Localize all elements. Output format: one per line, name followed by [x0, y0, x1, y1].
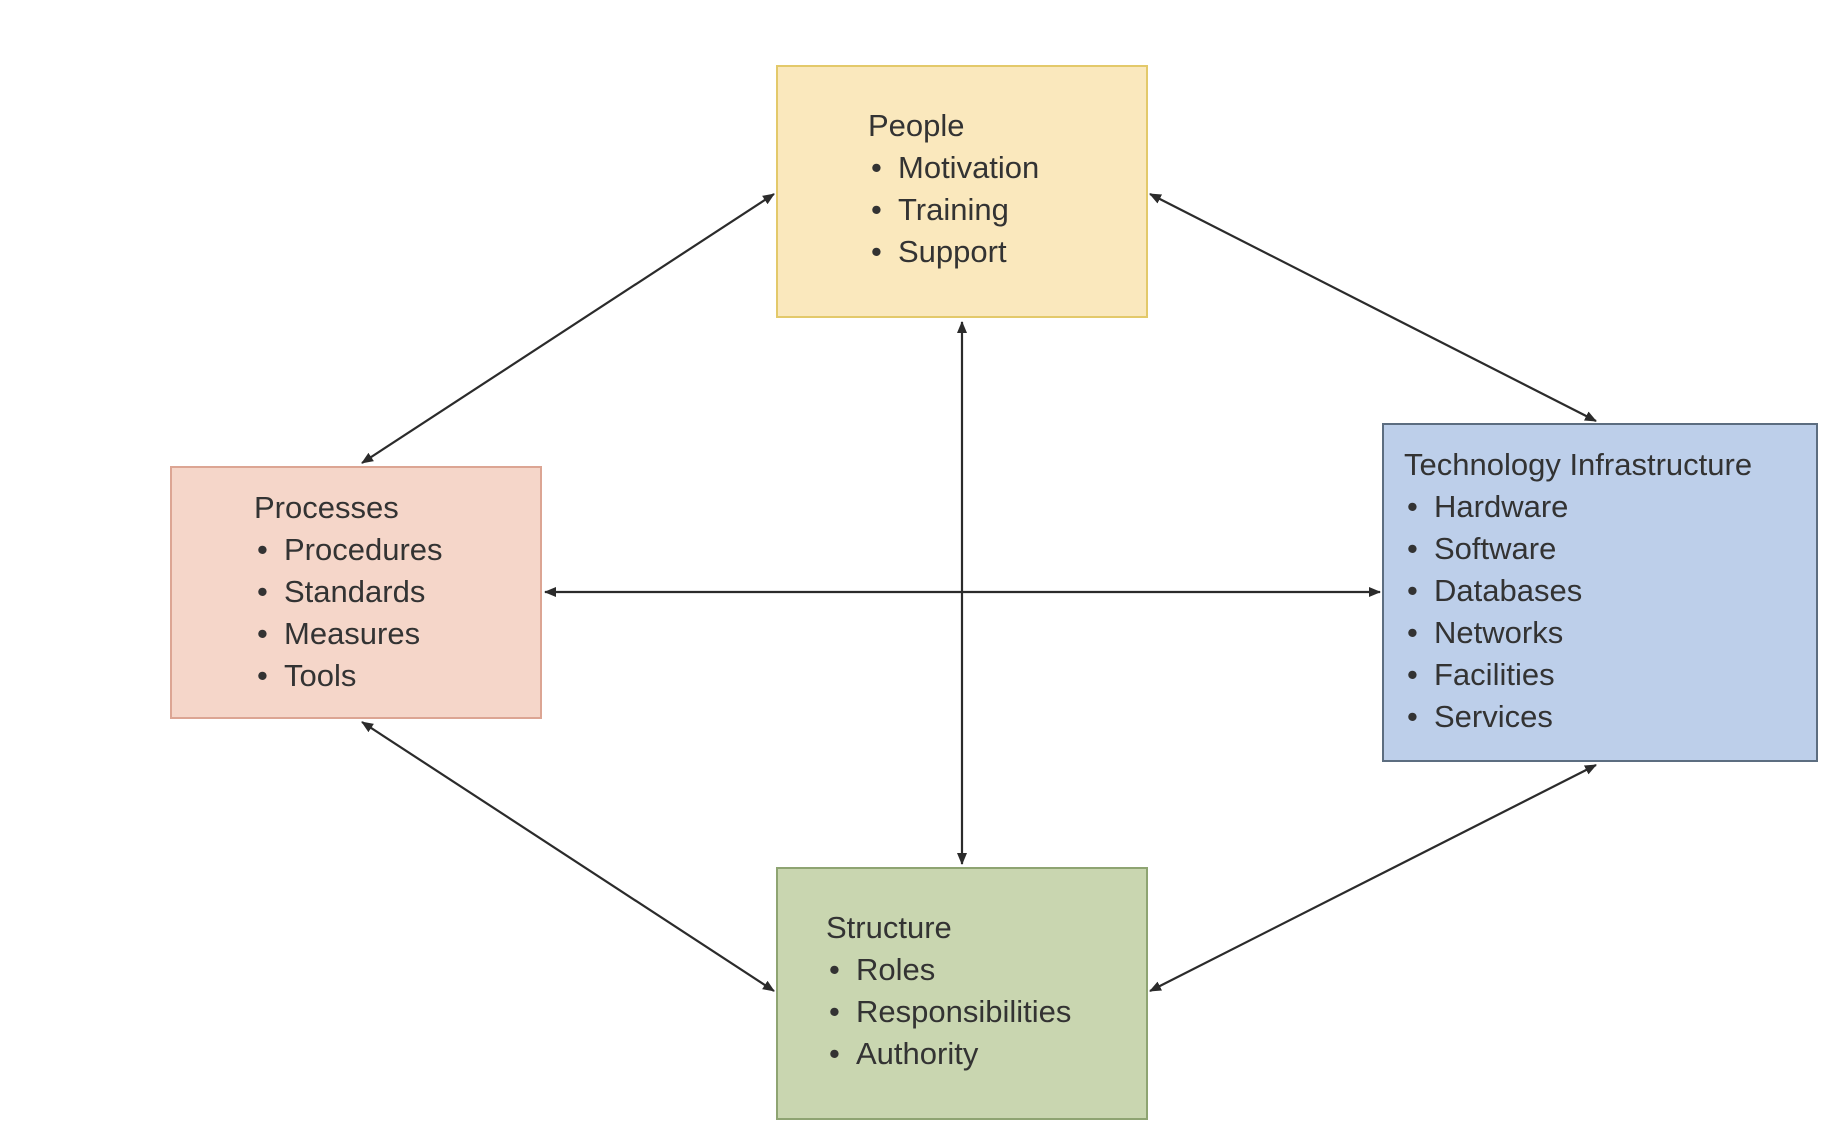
processes-content: Processes • Procedures • Standards • Measures…: [254, 487, 443, 697]
list-item: • Databases: [1404, 570, 1752, 612]
list-item: • Services: [1404, 696, 1752, 738]
structure-box: Structure • Roles • Responsibilities • Author…: [776, 867, 1148, 1120]
bullet-icon: •: [1407, 531, 1418, 566]
list-item-label: Tools: [284, 658, 357, 693]
list-item: • Support: [868, 231, 1039, 273]
processes-list: • Procedures • Standards • Measures • Tools: [254, 529, 443, 697]
technology-infrastructure-box: Technology Infrastructure • Hardware • Soft…: [1382, 423, 1818, 762]
list-item-label: Support: [898, 234, 1007, 269]
list-item: • Roles: [826, 949, 1071, 991]
technology-title: Technology Infrastructure: [1404, 447, 1753, 482]
arrow-people-technology: [1149, 193, 1597, 422]
people-title: People: [868, 108, 965, 143]
list-item: • Measures: [254, 613, 443, 655]
people-content: People • Motivation • Training • Support: [868, 105, 1039, 273]
bullet-icon: •: [257, 616, 268, 651]
structure-title: Structure: [826, 910, 952, 945]
list-item-label: Authority: [856, 1036, 979, 1071]
list-item: • Facilities: [1404, 654, 1752, 696]
list-item-label: Services: [1434, 699, 1553, 734]
bullet-icon: •: [829, 952, 840, 987]
list-item-label: Databases: [1434, 573, 1583, 608]
bullet-icon: •: [257, 574, 268, 609]
processes-box: Processes • Procedures • Standards • Measures…: [170, 466, 542, 719]
list-item: • Training: [868, 189, 1039, 231]
list-item-label: Roles: [856, 952, 936, 987]
list-item-label: Motivation: [898, 150, 1040, 185]
technology-content: Technology Infrastructure • Hardware • Soft…: [1404, 444, 1752, 738]
bullet-icon: •: [871, 150, 882, 185]
bullet-icon: •: [257, 532, 268, 567]
arrow-people-processes: [361, 193, 775, 464]
list-item-label: Standards: [284, 574, 426, 609]
arrow-processes-structure: [361, 721, 775, 992]
list-item: • Responsibilities: [826, 991, 1071, 1033]
bullet-icon: •: [1407, 657, 1418, 692]
list-item-label: Responsibilities: [856, 994, 1072, 1029]
list-item-label: Procedures: [284, 532, 443, 567]
list-item: • Networks: [1404, 612, 1752, 654]
list-item-label: Training: [898, 192, 1009, 227]
list-item: • Authority: [826, 1033, 1071, 1075]
list-item: • Tools: [254, 655, 443, 697]
structure-list: • Roles • Responsibilities • Authority: [826, 949, 1071, 1075]
bullet-icon: •: [1407, 489, 1418, 524]
bullet-icon: •: [829, 994, 840, 1029]
list-item-label: Hardware: [1434, 489, 1569, 524]
list-item-label: Software: [1434, 531, 1557, 566]
list-item: • Software: [1404, 528, 1752, 570]
bullet-icon: •: [829, 1036, 840, 1071]
list-item: • Hardware: [1404, 486, 1752, 528]
bullet-icon: •: [1407, 615, 1418, 650]
bullet-icon: •: [1407, 699, 1418, 734]
bullet-icon: •: [871, 234, 882, 269]
people-box: People • Motivation • Training • Support: [776, 65, 1148, 318]
people-list: • Motivation • Training • Support: [868, 147, 1039, 273]
list-item-label: Measures: [284, 616, 421, 651]
arrow-technology-structure: [1149, 764, 1597, 992]
technology-list: • Hardware • Software • Databases • Networks • Fa…: [1404, 486, 1752, 738]
list-item: • Standards: [254, 571, 443, 613]
list-item-label: Facilities: [1434, 657, 1555, 692]
list-item: • Motivation: [868, 147, 1039, 189]
structure-content: Structure • Roles • Responsibilities • Author…: [826, 907, 1071, 1075]
list-item: • Procedures: [254, 529, 443, 571]
processes-title: Processes: [254, 490, 399, 525]
list-item-label: Networks: [1434, 615, 1564, 650]
bullet-icon: •: [871, 192, 882, 227]
bullet-icon: •: [257, 658, 268, 693]
bullet-icon: •: [1407, 573, 1418, 608]
